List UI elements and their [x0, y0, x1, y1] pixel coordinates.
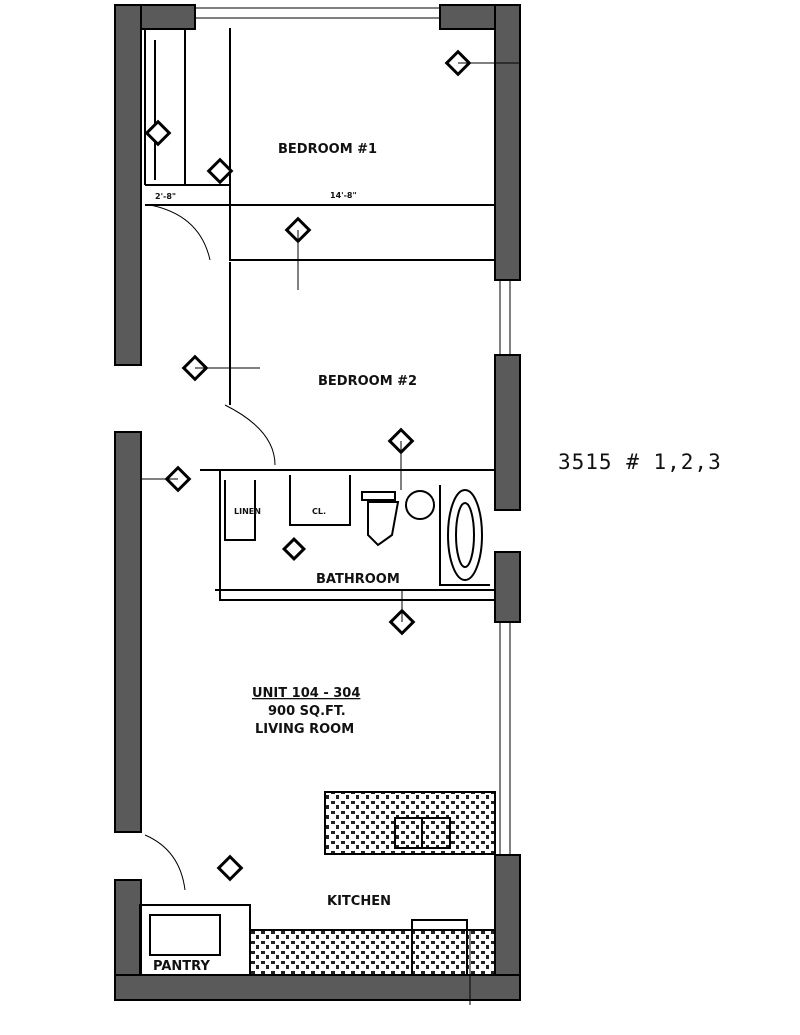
kitchen-island [324, 791, 496, 855]
bedroom2-label: BEDROOM #2 [318, 374, 417, 389]
wall-right-lower [494, 551, 521, 623]
linen-label: LINEN [234, 507, 261, 516]
bedroom1-label: BEDROOM #1 [278, 142, 377, 157]
wall-right-upper [494, 4, 521, 281]
area-label: 900 SQ.FT. [268, 704, 346, 719]
kitchen-label: KITCHEN [327, 894, 391, 909]
closet-label: CL. [312, 507, 326, 516]
closet-dimension: 2'-8" [155, 192, 176, 201]
elevation-tags [140, 49, 520, 882]
kitchen-counter [249, 929, 496, 976]
wall-bottom [114, 974, 521, 1001]
unit-title: UNIT 104 - 304 [252, 686, 360, 701]
plan-caption: 3515 # 1,2,3 [558, 450, 722, 474]
bedroom1-dimension: 14'-8" [330, 191, 357, 200]
pantry-label: PANTRY [153, 959, 210, 974]
living-room-label: LIVING ROOM [255, 722, 354, 737]
wall-right-mid [494, 354, 521, 511]
wall-left-upper [114, 4, 142, 366]
wall-left-lower [114, 431, 142, 833]
bathroom-label: BATHROOM [316, 572, 400, 587]
